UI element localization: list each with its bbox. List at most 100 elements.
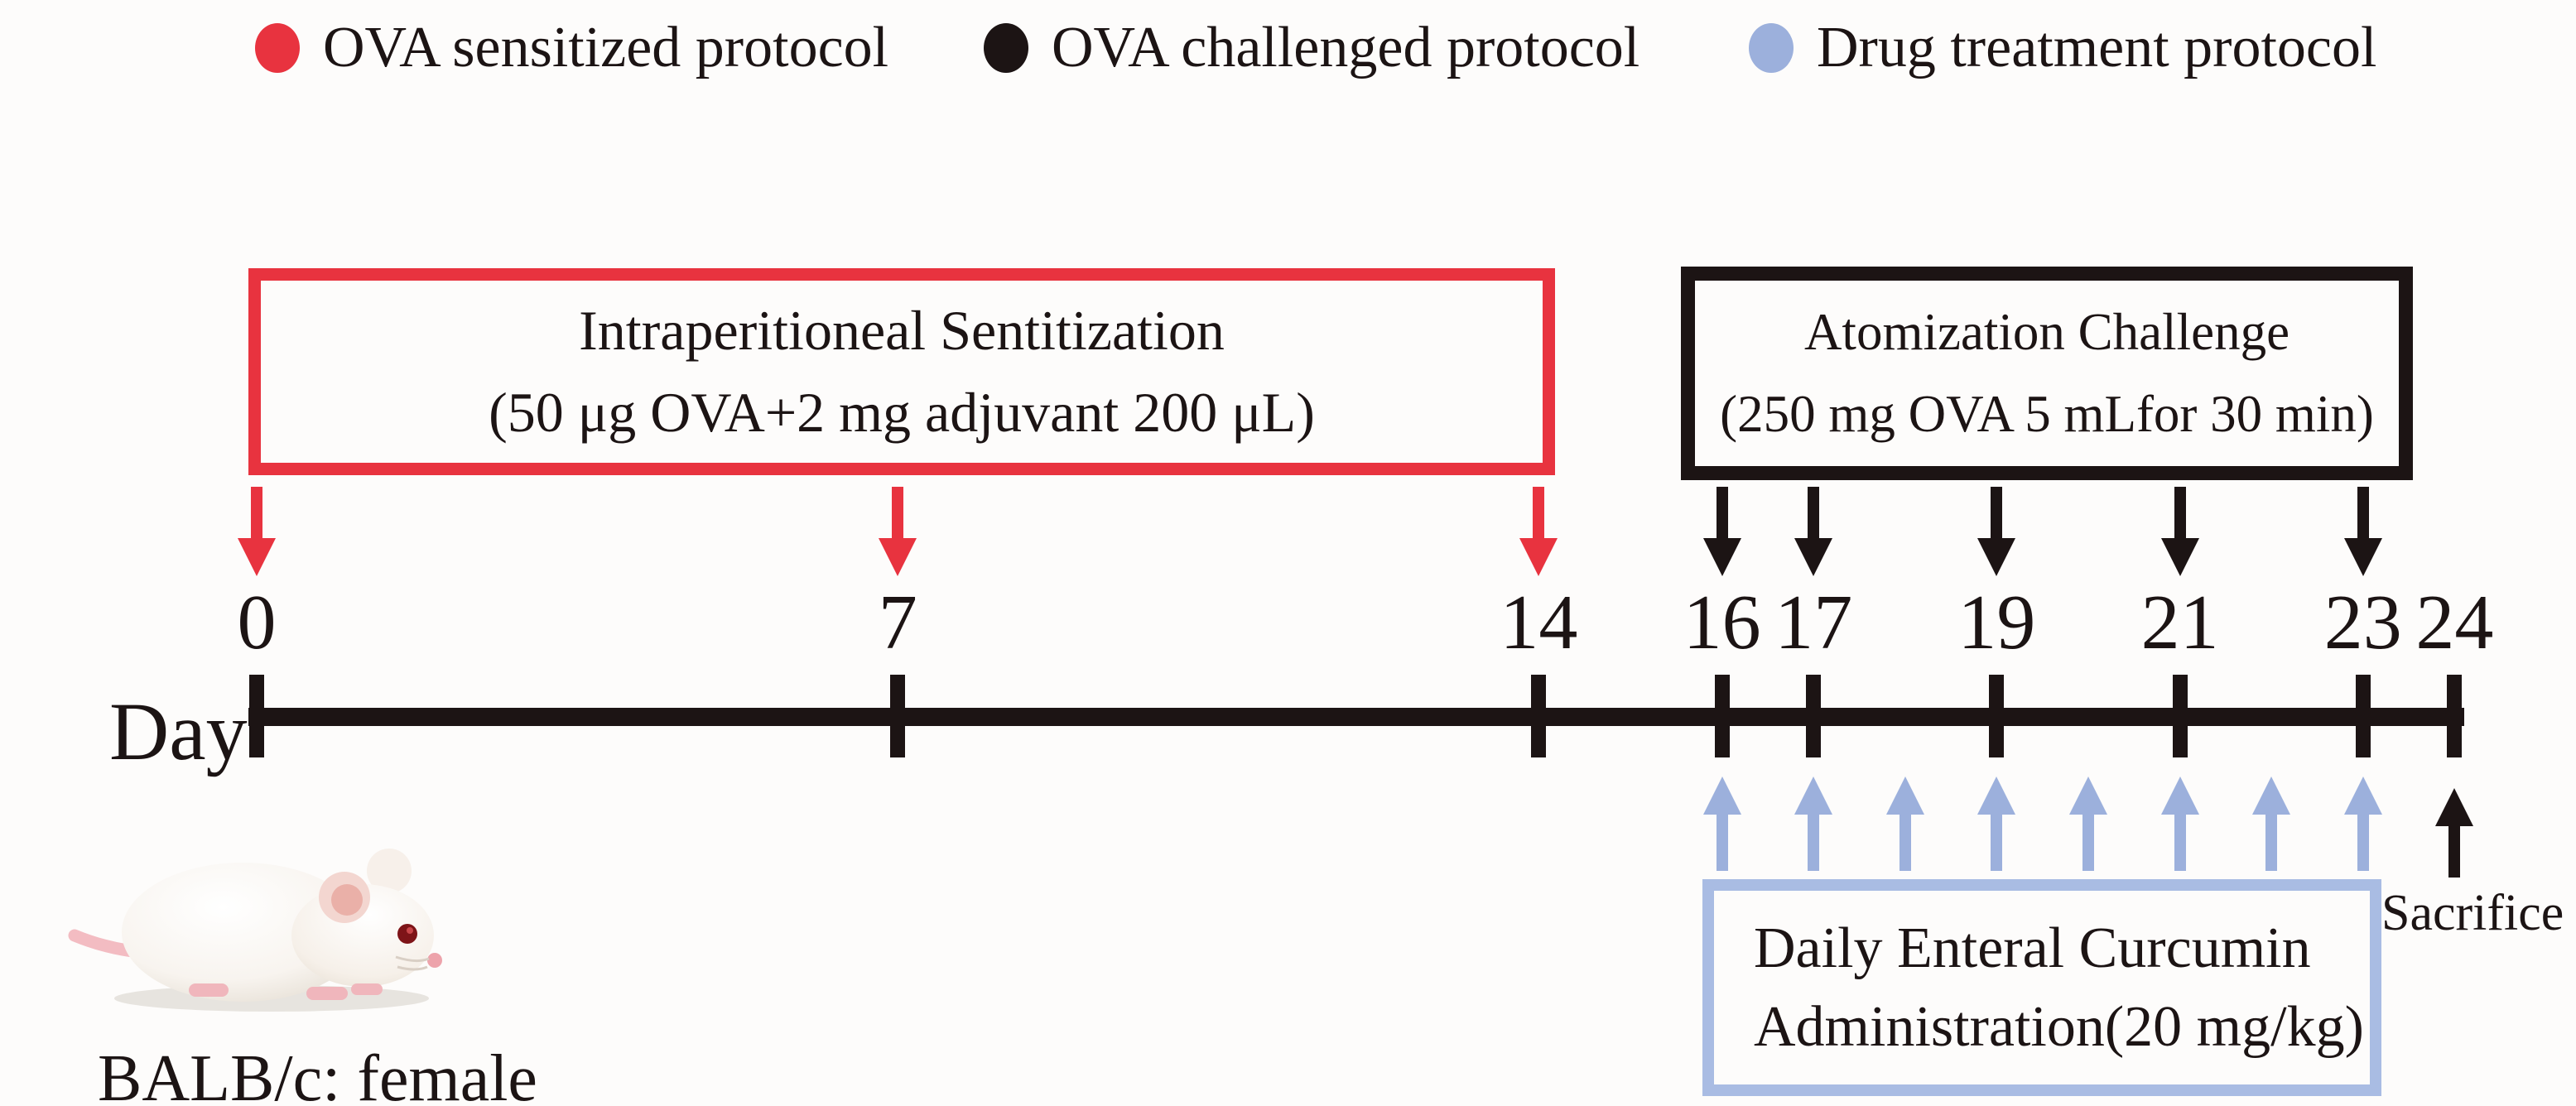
treatment-arrow-icon-day-17 (1794, 777, 1833, 871)
sacrifice-label: Sacrifice (2381, 885, 2564, 941)
treatment-arrow-icon-day-23-shaft (2357, 815, 2369, 871)
challenge-arrow-icon-day-17 (1794, 487, 1833, 576)
mouse-nose (427, 953, 442, 968)
treatment-arrow-icon-day-23 (2343, 777, 2382, 871)
legend-item-treatment: Drug treatment protocol (1749, 13, 2376, 83)
white-mouse-photo (68, 849, 442, 1012)
legend-item-sensitized: OVA sensitized protocol (255, 13, 888, 83)
treatment-arrow-icon-day-21-shaft (2174, 815, 2186, 871)
timeline-tick-day-21 (2172, 675, 2188, 757)
challenge-arrow-icon-day-16-shaft (1716, 487, 1728, 538)
treatment-arrow-icon-day-20-shaft (2082, 815, 2094, 871)
treatment-arrow-icon-day-22-shaft (2265, 815, 2278, 871)
treatment-arrow-icon-day-18-shaft (1899, 815, 1911, 871)
legend-label-sensitized: OVA sensitized protocol (323, 16, 889, 79)
treatment-arrow-icon-day-18 (1885, 777, 1924, 871)
treatment-arrow-icon-day-16 (1702, 777, 1741, 871)
treatment-arrow-icon-day-16-head (1702, 777, 1741, 815)
treatment-arrow-icon-day-22 (2252, 777, 2291, 871)
day-tick-label-19: 19 (1957, 579, 2036, 666)
red-dot-icon (255, 23, 300, 73)
challenge-arrow-icon-day-19-head (1977, 538, 2016, 576)
sensitization-arrow-icon-day-0-shaft (251, 487, 262, 538)
treatment-arrow-icon-day-20-head (2069, 777, 2107, 815)
day-tick-label-17: 17 (1774, 579, 1853, 666)
treatment-box-line2: Administration(20 mg/kg) (1754, 995, 2364, 1059)
mouse-body (122, 863, 364, 1002)
sensitization-arrow-icon-day-7-head (879, 538, 917, 576)
challenge-arrow-icon-day-21-shaft (2174, 487, 2186, 538)
mouse-whiskers (395, 955, 430, 971)
challenge-box-line1: Atomization Challenge (1803, 303, 2290, 361)
treatment-box-line1: Daily Enteral Curcumin (1754, 916, 2311, 980)
subject-label: BALB/c: female (98, 1042, 537, 1106)
legend-item-challenged: OVA challenged protocol (984, 13, 1639, 83)
treatment-arrow-icon-day-22-head (2252, 777, 2291, 815)
sensitization-box-line1: Intraperitioneal Sentitization (579, 298, 1225, 362)
sensitization-arrow-icon-day-0 (238, 487, 276, 576)
challenge-arrow-icon-day-23-shaft (2357, 487, 2369, 538)
mouse-far-ear (367, 849, 412, 893)
black-dot-icon (984, 23, 1028, 73)
day-tick-label-21: 21 (2140, 579, 2219, 666)
mouse-near-ear-inner (331, 884, 363, 916)
sensitization-box: Intraperitioneal Sentitization (50 μg OV… (248, 268, 1555, 475)
blue-dot-icon (1749, 23, 1794, 73)
sensitization-arrow-icon-day-7-shaft (892, 487, 904, 538)
treatment-arrow-icon-day-21 (2160, 777, 2199, 871)
timeline-tick-day-19 (1989, 675, 2005, 757)
sensitization-arrow-icon-day-7 (879, 487, 917, 576)
treatment-arrow-icon-day-19-head (1977, 777, 2016, 815)
challenge-arrow-icon-day-21-head (2160, 538, 2199, 576)
treatment-box: Daily Enteral Curcumin Administration(20… (1702, 879, 2381, 1096)
challenge-arrow-icon-day-17-shaft (1808, 487, 1820, 538)
sensitization-box-line2: (50 μg OVA+2 mg adjuvant 200 μL) (489, 381, 1315, 445)
treatment-arrow-icon-day-20 (2069, 777, 2107, 871)
mouse-eye-highlight (407, 927, 413, 934)
mouse-eye (397, 924, 417, 944)
timeline-tick-day-14 (1531, 675, 1547, 757)
timeline-tick-day-17 (1806, 675, 1822, 757)
challenge-box-line2: (250 mg OVA 5 mLfor 30 min) (1720, 385, 2374, 443)
day-tick-label-7: 7 (878, 579, 917, 666)
day-tick-label-14: 14 (1500, 579, 1578, 666)
treatment-arrow-icon-day-17-shaft (1808, 815, 1820, 871)
timeline-tick-day-0 (249, 675, 264, 757)
legend-label-challenged: OVA challenged protocol (1052, 16, 1640, 79)
mouse-front-paw (351, 983, 383, 995)
treatment-arrow-icon-day-21-head (2160, 777, 2199, 815)
challenge-arrow-icon-day-17-head (1794, 538, 1833, 576)
sensitization-arrow-icon-day-14-head (1519, 538, 1558, 576)
timeline-axis (248, 708, 2464, 726)
challenge-arrow-icon-day-19-shaft (1991, 487, 2003, 538)
legend-label-treatment: Drug treatment protocol (1817, 16, 2377, 79)
treatment-arrow-icon-day-18-head (1885, 777, 1924, 815)
timeline-tick-day-7 (890, 675, 906, 757)
challenge-arrow-icon-day-23 (2343, 487, 2382, 576)
timeline-tick-day-16 (1714, 675, 1730, 757)
mouse-hind-foot (189, 983, 229, 997)
challenge-arrow-icon-day-16-head (1702, 538, 1741, 576)
timeline-tick-day-24 (2447, 675, 2463, 757)
treatment-arrow-icon-day-19 (1977, 777, 2016, 871)
challenge-arrow-icon-day-21 (2160, 487, 2199, 576)
sacrifice-arrow-icon (2435, 788, 2474, 878)
treatment-arrow-icon-day-17-head (1794, 777, 1833, 815)
day-axis-label: Day (109, 685, 248, 777)
challenge-arrow-icon-day-16 (1702, 487, 1741, 576)
sensitization-arrow-icon-day-0-head (238, 538, 276, 576)
day-tick-label-24: 24 (2415, 579, 2494, 666)
sacrifice-arrow-icon-shaft (2448, 826, 2461, 878)
treatment-arrow-icon-day-23-head (2343, 777, 2382, 815)
sensitization-arrow-icon-day-14 (1519, 487, 1558, 576)
challenge-arrow-icon-day-23-head (2343, 538, 2382, 576)
sensitization-arrow-icon-day-14-shaft (1533, 487, 1545, 538)
sacrifice-arrow-icon-head (2435, 788, 2474, 826)
treatment-arrow-icon-day-19-shaft (1991, 815, 2003, 871)
challenge-arrow-icon-day-19 (1977, 487, 2016, 576)
day-tick-label-23: 23 (2323, 579, 2402, 666)
mouse-front-foot (306, 987, 348, 1000)
day-tick-label-0: 0 (237, 579, 277, 666)
day-tick-label-16: 16 (1683, 579, 1761, 666)
